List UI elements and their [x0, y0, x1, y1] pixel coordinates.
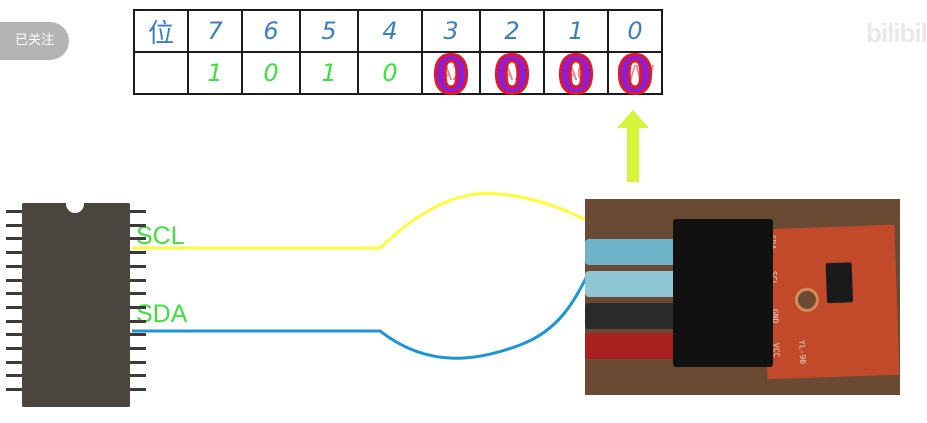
bit-position-0: 0 [607, 9, 663, 53]
chip-pin-left [6, 224, 22, 227]
chip-pin-right [130, 210, 146, 213]
chip-pin-left [6, 361, 22, 364]
chip-pin-left [6, 320, 22, 323]
bit-value-2: 0 [492, 46, 531, 107]
eeprom-ic [825, 262, 854, 304]
chip-pin-left [6, 265, 22, 268]
follow-button[interactable]: 已关注 [0, 22, 69, 60]
sda-wire [132, 269, 592, 360]
chip-pin-left [6, 279, 22, 282]
chip-pin-right [130, 237, 146, 240]
chip-notch [66, 195, 84, 213]
arrow-up-icon [617, 110, 649, 182]
bit-position-6: 6 [241, 9, 301, 53]
faint-label-a2: A2 [438, 61, 464, 85]
chip-pin-right [130, 320, 146, 323]
bit-position-1: 1 [543, 9, 609, 53]
chip-pin-right [130, 361, 146, 364]
chip-pin-right [130, 333, 146, 336]
chip-pin-right [130, 279, 146, 282]
pcb-board-label: YL-90 [797, 339, 808, 365]
chip-pin-left [6, 292, 22, 295]
chip-pin-left [6, 306, 22, 309]
chip-pin-left [6, 374, 22, 377]
chip-pin-right [130, 292, 146, 295]
chip-pin-left [6, 347, 22, 350]
bit-value-blank [133, 51, 189, 95]
bit-value-0: 0 [615, 46, 654, 107]
bit-value-0-cell: R/W 0 [607, 49, 663, 104]
bit-value-1-cell: A0 0 [543, 49, 609, 104]
bit-value-3-cell: A2 0 [421, 49, 481, 104]
chip-pin-right [130, 251, 146, 254]
sensor-module-photo: SDA SCL GND VCC YL-90 [585, 199, 900, 395]
chip-pin-right [130, 347, 146, 350]
bit-value-2-cell: A1 0 [479, 49, 545, 104]
bit-value-7: 1 [187, 51, 243, 95]
bit-table: 位 7 6 5 4 3 2 1 0 1 0 1 0 A2 0 A1 0 A0 0… [133, 9, 663, 104]
bit-value-1: 0 [556, 46, 595, 107]
bit-header-label: 位 [133, 9, 189, 53]
chip-pin-right [130, 265, 146, 268]
bit-position-2: 2 [479, 9, 545, 53]
bit-position-3: 3 [421, 9, 481, 53]
chip-pin-left [6, 237, 22, 240]
pcb-board: SDA SCL GND VCC YL-90 [762, 224, 900, 380]
bit-position-5: 5 [299, 9, 359, 53]
chip-pin-left [6, 388, 22, 391]
bit-position-row: 位 7 6 5 4 3 2 1 0 [133, 9, 663, 53]
bilibili-watermark: bilibili [866, 18, 927, 48]
chip-pin-right [130, 388, 146, 391]
chip-pin-right [130, 374, 146, 377]
bit-value-3: 0 [431, 46, 470, 107]
faint-label-a1: A1 [499, 61, 525, 85]
chip-pin-left [6, 251, 22, 254]
chip-pin-right [130, 306, 146, 309]
faint-label-a0: A0 [563, 61, 589, 85]
mounting-hole [794, 287, 820, 313]
scl-wire [132, 191, 627, 250]
bit-value-5: 1 [299, 51, 359, 95]
chip-pin-right [130, 224, 146, 227]
sda-label: SDA [136, 300, 188, 328]
microcontroller-chip [22, 203, 130, 407]
cable-connector [673, 219, 773, 367]
bit-value-6: 0 [241, 51, 301, 95]
bit-position-7: 7 [187, 9, 243, 53]
bit-value-4: 0 [357, 51, 423, 95]
bit-position-4: 4 [357, 9, 423, 53]
chip-pin-left [6, 210, 22, 213]
chip-pin-left [6, 333, 22, 336]
bit-value-row: 1 0 1 0 A2 0 A1 0 A0 0 R/W 0 [133, 49, 663, 104]
faint-label-rw: R/W [616, 61, 654, 85]
